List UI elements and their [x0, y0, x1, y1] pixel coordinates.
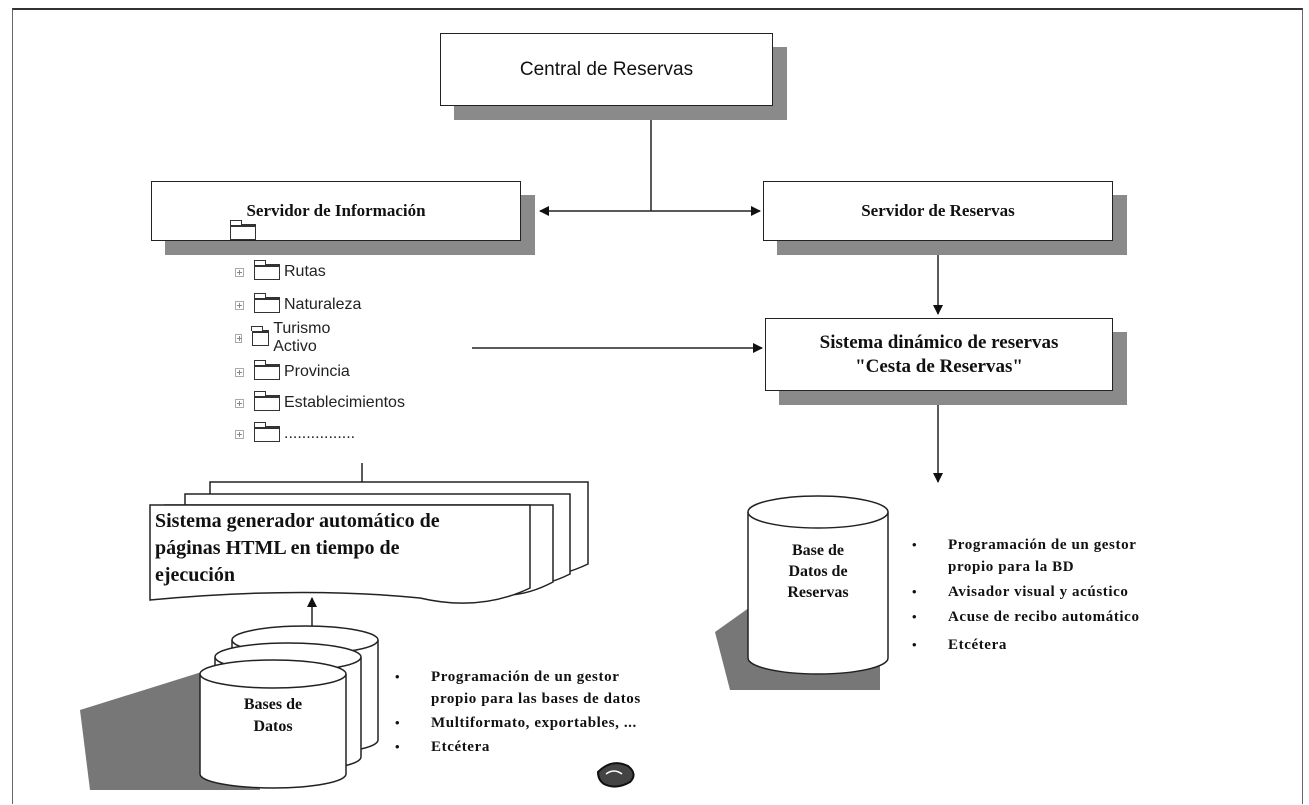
servidor-reservas-label: Servidor de Reservas [861, 201, 1015, 220]
expand-icon [235, 333, 242, 343]
expand-icon [235, 300, 244, 310]
tree-item: Naturaleza [235, 293, 362, 315]
base-reservas-cylinder [715, 495, 889, 690]
sistema-dinamico-line1: Sistema dinámico de reservas [819, 331, 1059, 353]
sistema-dinamico-box: Sistema dinámico de reservas "Cesta de R… [765, 318, 1113, 391]
folder-icon [253, 422, 280, 442]
generador-doc-stack [149, 481, 589, 604]
folder-icon [253, 360, 280, 380]
generador-line2: páginas HTML en tiempo de [155, 537, 400, 559]
generador-line3: ejecución [155, 564, 235, 586]
servidor-informacion-box: Servidor de Información [151, 181, 521, 241]
tree-item-label: Establecimientos [284, 394, 405, 411]
folder-icon [253, 293, 280, 313]
tree-item: Establecimientos [235, 391, 405, 413]
central-reservas-box: Central de Reservas [440, 33, 773, 106]
tree-item-label: Naturaleza [284, 296, 362, 313]
central-reservas-label: Central de Reservas [519, 58, 694, 80]
base-reservas-label-line2: Datos de [788, 563, 848, 580]
bases-datos-cylinders [80, 625, 379, 790]
logo-icon [596, 762, 635, 788]
diagram-frame [12, 8, 1303, 804]
generador-line1: Sistema generador automático de [155, 510, 440, 532]
tree-item-label: ................ [284, 425, 356, 442]
folder-icon [253, 260, 280, 280]
tree-item-label: Provincia [284, 363, 350, 380]
tree-item-label: Turismo Activo [273, 320, 331, 355]
expand-icon [235, 367, 244, 377]
folder-icon [229, 220, 256, 240]
tree-item-label: Rutas [284, 263, 326, 280]
sistema-dinamico-line2: "Cesta de Reservas" [855, 355, 1023, 377]
servidor-informacion-label: Servidor de Información [246, 201, 426, 220]
servidor-reservas-box: Servidor de Reservas [763, 181, 1113, 241]
tree-root [229, 220, 260, 242]
bases-datos-label-line1: Bases de [243, 696, 303, 713]
generador-label: Sistema generador automático de páginas … [155, 508, 525, 589]
tree-item: Rutas [235, 260, 326, 282]
bases-datos-label: Bases de Datos [218, 694, 328, 738]
tree-item: Turismo Activo [235, 320, 341, 355]
base-reservas-label-line1: Base de [792, 542, 844, 559]
expand-icon [235, 267, 244, 277]
tree-item: ................ [235, 422, 356, 444]
folder-icon [253, 391, 280, 411]
bases-datos-label-line2: Datos [253, 718, 293, 735]
folder-icon [251, 326, 270, 346]
expand-icon [235, 429, 244, 439]
expand-icon [235, 398, 244, 408]
tree-item: Provincia [235, 360, 350, 382]
base-reservas-label-line3: Reservas [787, 584, 849, 601]
base-reservas-label: Base de Datos de Reservas [758, 540, 878, 603]
